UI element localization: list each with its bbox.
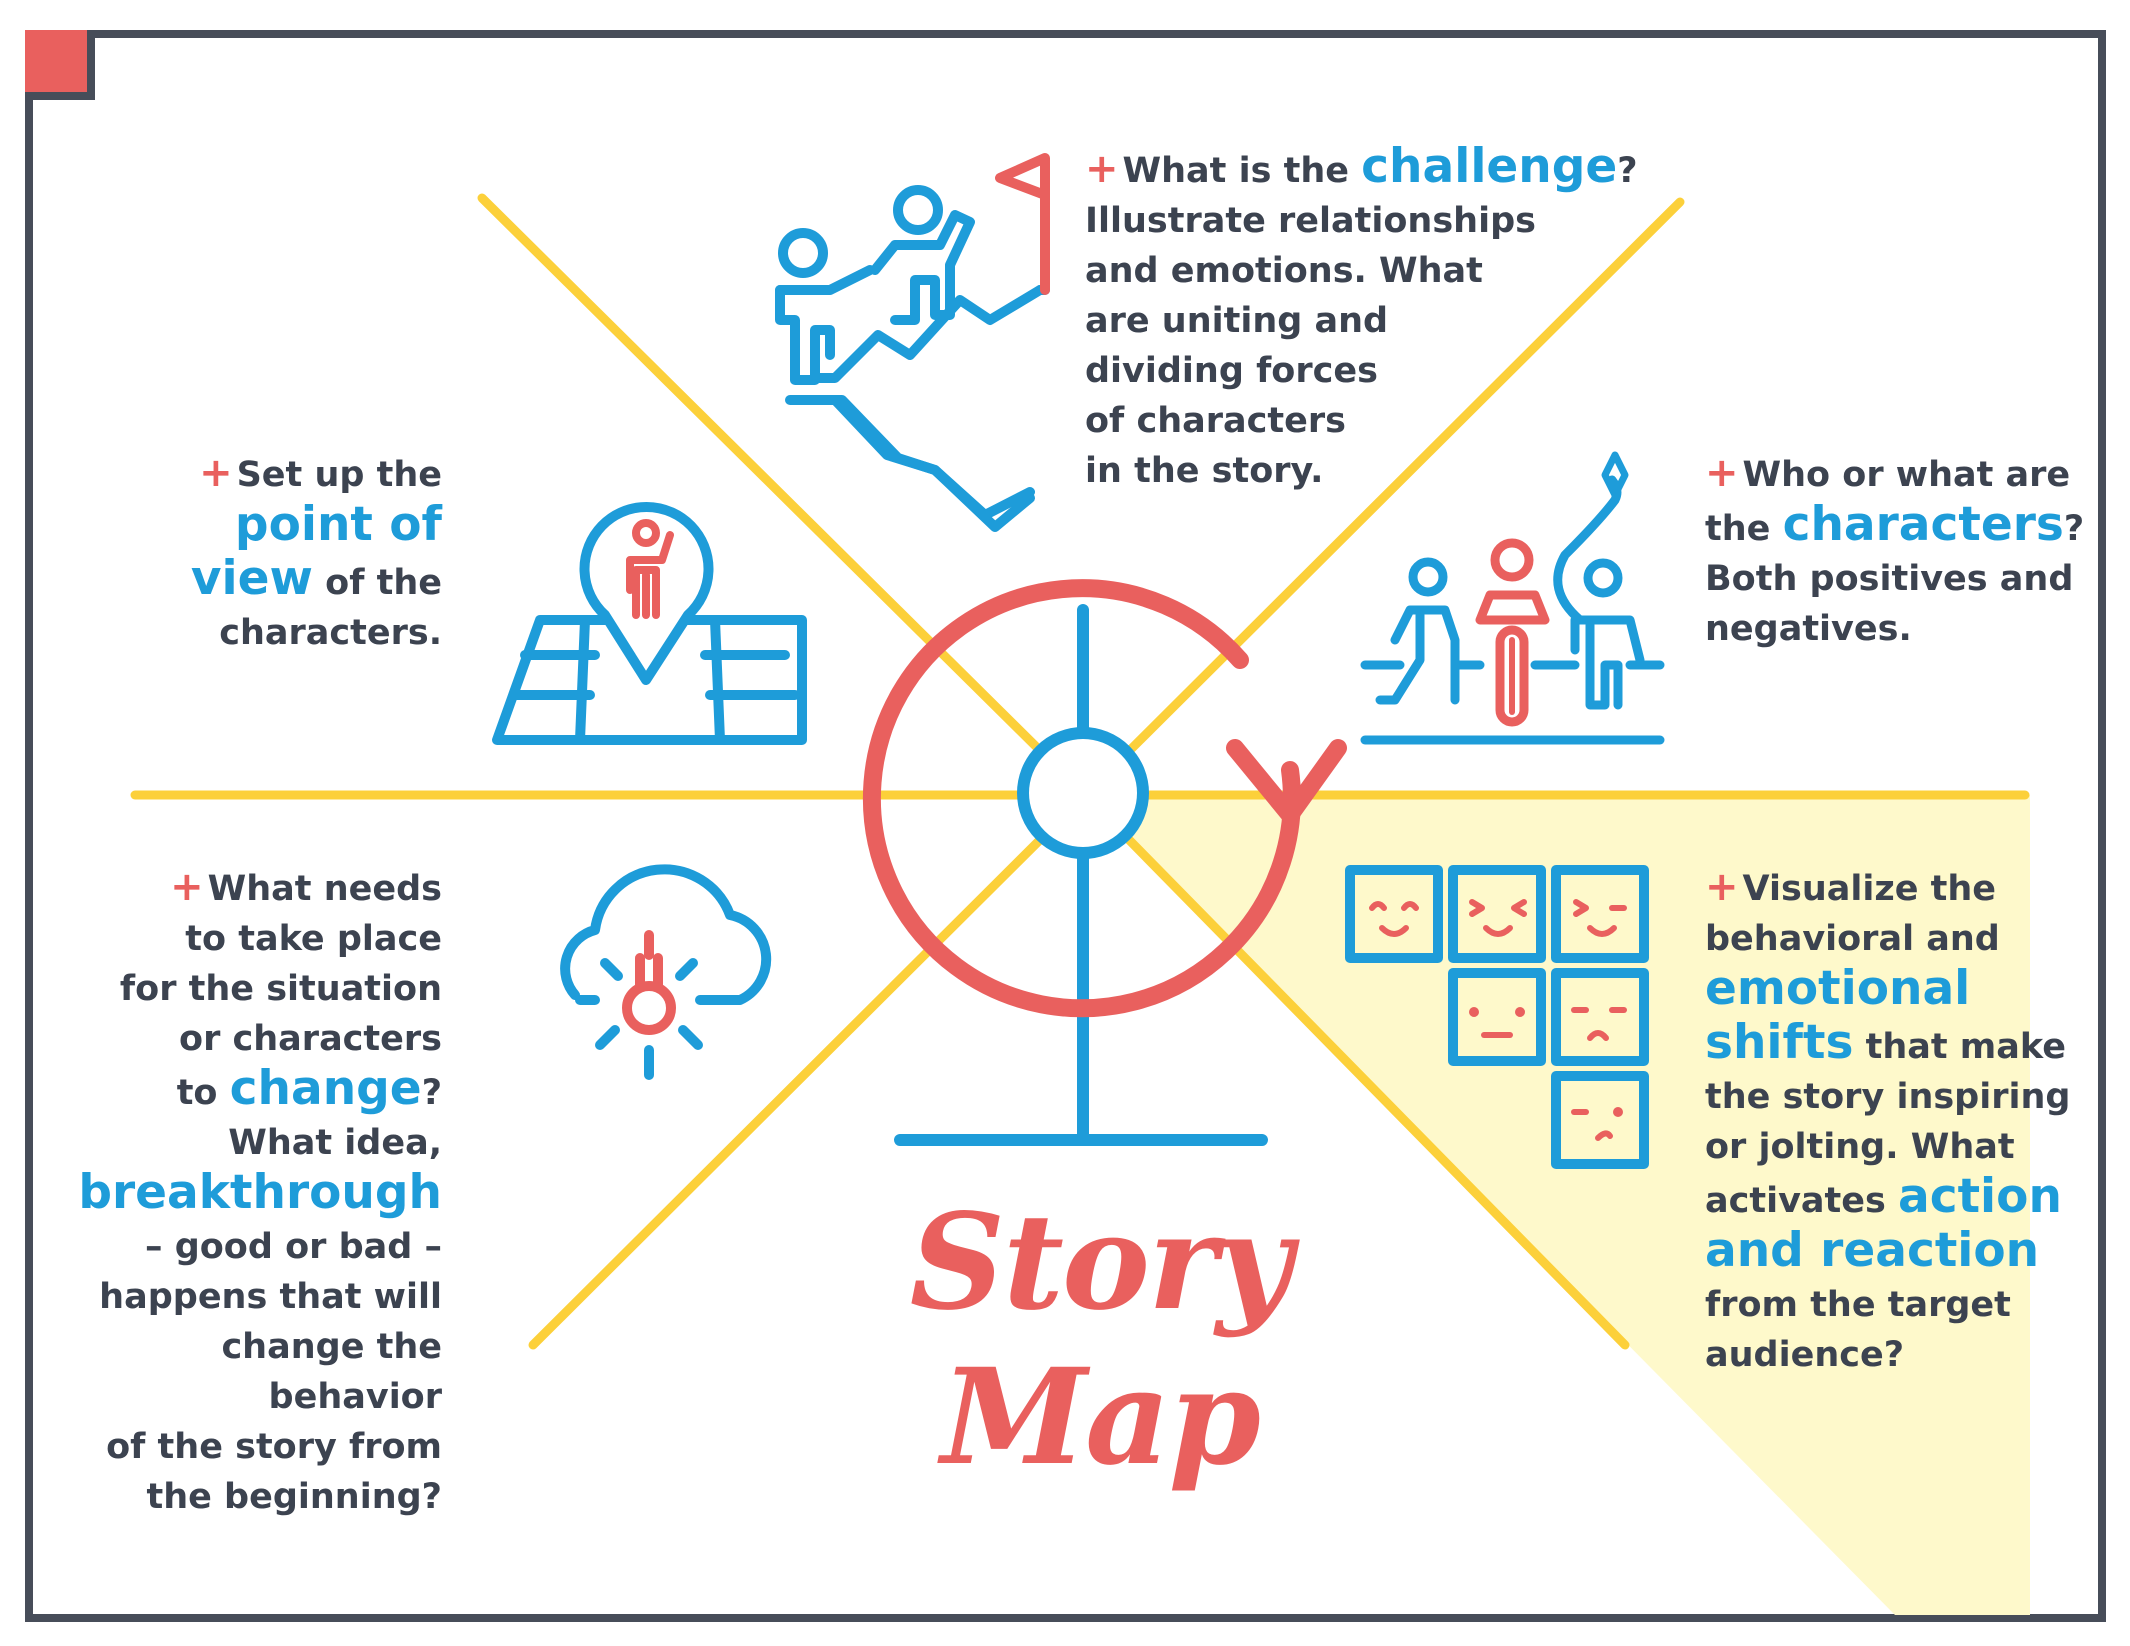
text-challenge: +What is the challenge? Illustrate relat…: [1085, 139, 1638, 492]
climbing-people-icon: [775, 153, 1050, 532]
cloud-lightbulb-icon: [560, 864, 772, 1080]
plus-icon: +: [1705, 450, 1739, 496]
plus-icon: +: [1705, 864, 1739, 910]
page-frame: [25, 30, 2106, 1622]
map-pin-person-icon: [492, 501, 807, 745]
face-laughing: [1448, 865, 1546, 963]
emotion-faces-grid-icon: [1345, 865, 1649, 1169]
plus-icon: +: [170, 864, 204, 910]
face-grinning: [1551, 865, 1649, 963]
page-title: Story Map: [909, 1185, 1293, 1495]
spoke-bottom-right: [1080, 790, 1630, 1350]
text-characters: +Who or what are the characters? Both po…: [1705, 450, 2085, 649]
corner-marker: [25, 30, 95, 100]
spoke-top-left: [477, 193, 1090, 800]
text-point-of-view: +Set up the point of view of the charact…: [190, 450, 442, 653]
central-wheel-icon: [862, 579, 1347, 1146]
face-neutral: [1448, 968, 1546, 1066]
characters-group-icon: [1360, 451, 1665, 745]
spoke-bottom-left: [528, 790, 1090, 1350]
spoke-top-right: [1080, 197, 1685, 800]
face-sleepy: [1551, 968, 1649, 1066]
text-emotional-shifts: +Visualize the behavioral and emotional …: [1705, 864, 2071, 1375]
face-confused: [1551, 1071, 1649, 1169]
text-change: +What needs to take place for the situat…: [78, 864, 442, 1517]
plus-icon: +: [1085, 146, 1119, 192]
plus-icon: +: [199, 450, 233, 496]
highlight-quadrant: [1085, 795, 2030, 1615]
face-happy: [1345, 865, 1443, 963]
